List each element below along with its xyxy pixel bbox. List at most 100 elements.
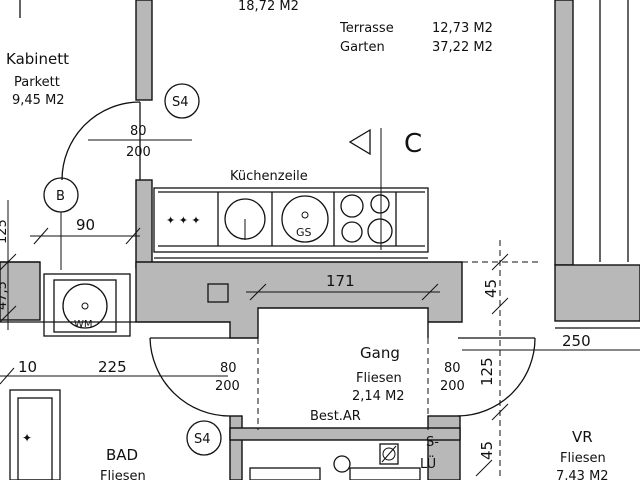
- counter-outline: [153, 187, 429, 253]
- wm-outer: [43, 273, 131, 337]
- wall-central-mass: [135, 261, 463, 339]
- dim-171-tick-1: [249, 283, 267, 301]
- left-door-arc: [149, 337, 231, 417]
- dim-90-tick-2: [125, 227, 141, 245]
- kuechenzeile-label: Küchenzeile: [230, 169, 308, 184]
- bathtub-drain-icon: ✦: [22, 431, 32, 445]
- dim-45-tick-1: [491, 253, 509, 271]
- bathtub-inner: [17, 397, 53, 480]
- valve-circle: [382, 447, 396, 461]
- dim-125-tick: [491, 403, 509, 421]
- kabinett-door-height: 200: [126, 145, 151, 160]
- gang-floor: Fliesen: [356, 371, 402, 386]
- wall-upper-left-vertical: [135, 0, 153, 101]
- right-door-width: 80: [444, 361, 461, 376]
- wall-right-upper: [554, 0, 574, 266]
- garten-area: 37,22 M2: [432, 40, 493, 55]
- wm-drum: [62, 283, 108, 329]
- s-lue-line-2: LÜ: [420, 455, 436, 472]
- top-room-area: 18,72 M2: [238, 0, 299, 14]
- left-door-width: 80: [220, 361, 237, 376]
- dim-171: 171: [246, 272, 440, 301]
- gs-label: GS: [296, 226, 312, 239]
- dim-left-tick-1: [0, 253, 17, 271]
- dim-left-vertical: 125 47,5: [0, 200, 17, 330]
- left-door-height: 200: [215, 379, 240, 394]
- dim-250-label: 250: [562, 332, 591, 350]
- kitchen-counter: ✦ ✦ ✦ GS: [153, 187, 429, 259]
- gang-name: Gang: [360, 344, 400, 362]
- s4-top-label: S4: [172, 95, 189, 110]
- gang-area: 2,14 M2: [352, 389, 405, 404]
- wall-upper-left-vertical-2: [135, 179, 153, 269]
- bad-name: BAD: [106, 446, 138, 464]
- s4-bottom-label: S4: [194, 432, 211, 447]
- kabinett-door-width: 80: [130, 124, 147, 139]
- valve-box: [379, 443, 399, 465]
- dim-90-label: 90: [76, 216, 95, 234]
- dim-171-label: 171: [326, 272, 355, 290]
- dim-45-upper-label: 45: [482, 279, 500, 298]
- hob-2: [370, 194, 390, 214]
- dim-90-tick-1: [33, 227, 49, 245]
- terrasse-area: 12,73 M2: [432, 21, 493, 36]
- s-lue-line-1: S-: [426, 435, 439, 450]
- valve-slash: [381, 445, 397, 463]
- wm-center: [81, 302, 89, 310]
- hob-3: [341, 221, 363, 243]
- kabinett-floor: Parkett: [14, 75, 60, 90]
- dim-125-left-label: 125: [0, 219, 10, 244]
- vr-name: VR: [572, 428, 593, 446]
- wall-right-bar: [554, 264, 640, 322]
- kabinett-area: 9,45 M2: [12, 93, 65, 108]
- gs-circle: [281, 195, 329, 243]
- basin-circle: [333, 455, 351, 473]
- right-door-arc: [457, 337, 536, 417]
- wall-bad-right: [229, 415, 243, 480]
- section-arrow-icon: [348, 128, 371, 156]
- gang-note: Best.AR: [310, 409, 361, 424]
- dim-10-tick: [0, 367, 15, 385]
- washing-machine: WM: [43, 273, 131, 337]
- dim-125-right-label: 125: [478, 357, 496, 386]
- stove-symbol: ✦ ✦ ✦: [166, 214, 201, 227]
- shaft-square: [207, 283, 229, 303]
- right-door-height: 200: [440, 379, 465, 394]
- bathtub-outer: [9, 389, 61, 480]
- dim-475-left-label: 47,5: [0, 281, 10, 310]
- dim-45-lower-label: 45: [478, 441, 496, 460]
- wm-label: WM: [74, 319, 93, 330]
- hob-4: [367, 218, 393, 244]
- dim-171-tick-2: [421, 283, 439, 301]
- dim-45-tick-2: [491, 297, 509, 315]
- b-marker-label: B: [56, 189, 65, 204]
- section-letter: C: [404, 129, 422, 159]
- vr-floor: Fliesen: [560, 451, 606, 466]
- kabinett-name: Kabinett: [6, 50, 69, 68]
- gs-inner-circle: [301, 211, 309, 219]
- wall-lower-bar: [229, 427, 461, 441]
- dim-45-lower-tick: [475, 459, 493, 477]
- dim-90: 90: [30, 216, 141, 245]
- s4-bottom-circle: [186, 420, 222, 456]
- section-mark: C: [348, 128, 422, 250]
- garten-label: Garten: [340, 40, 385, 55]
- vr-area: 7,43 M2: [556, 469, 609, 480]
- wall-lower-right: [427, 415, 461, 480]
- dim-right: 45 125 45: [462, 240, 540, 480]
- bad-floor: Fliesen: [100, 469, 146, 480]
- wc-box: [249, 467, 321, 480]
- dim-left-tick-2: [0, 305, 17, 323]
- wm-inner: [53, 279, 117, 333]
- bathtub: ✦: [9, 389, 61, 480]
- dim-225-label: 225: [98, 358, 127, 376]
- dim-225: 10 225: [0, 358, 228, 385]
- terrasse-label: Terrasse: [339, 21, 394, 36]
- basin-box: [349, 467, 421, 480]
- dim-10-label: 10: [18, 358, 37, 376]
- wall-left-stub: [0, 261, 41, 321]
- hob-1: [340, 194, 364, 218]
- kabinett-door-arc: [61, 101, 141, 181]
